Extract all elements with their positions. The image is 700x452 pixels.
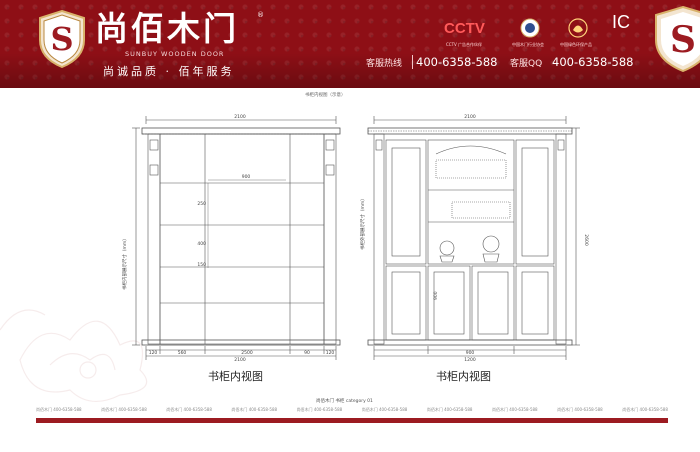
corner-shield-logo-icon: S [655, 6, 700, 72]
right-dim-part-2: 1200 [464, 357, 476, 363]
left-bookcase-drawing [132, 116, 341, 360]
qq-number[interactable]: 400-6358-588 [552, 55, 634, 69]
right-bookcase-drawing [367, 116, 580, 360]
footer-item: 尚佰木门 400-6358-588 [426, 407, 473, 412]
cctv-text: CCTV [444, 19, 485, 37]
left-dim-part-3: 2500 [241, 350, 253, 356]
contact-divider [412, 55, 413, 69]
svg-text:S: S [670, 19, 696, 61]
left-inner-label-1: 250 [197, 201, 206, 207]
left-dim-total: 2100 [234, 114, 246, 120]
drawing-caption-top: 书柜内视图（示意） [305, 93, 346, 98]
association-badge-icon [520, 18, 540, 38]
right-dim-height: 2600 [583, 234, 589, 246]
cctv-caption: CCTV 广告合作伙伴 [446, 42, 483, 47]
left-inner-label-3: 150 [197, 262, 206, 268]
left-bookcase-labels: 2100 120 560 2500 90 120 2100 900 250 40… [121, 114, 334, 363]
qq-label: 客服QQ [510, 59, 543, 69]
footer-item: 尚佰木门 400-6358-588 [231, 407, 278, 412]
left-inner-label-2: 400 [197, 241, 206, 247]
drawing-caption-bottom: 尚佰木门 书柜 category 01 [316, 399, 373, 404]
left-dim-part-4: 90 [304, 350, 310, 356]
qq: 客服QQ [510, 55, 542, 69]
left-view-title: 书柜内视图 [208, 370, 263, 383]
footer-item: 尚佰木门 400-6358-588 [36, 407, 82, 412]
left-dim-part-5: 120 [326, 350, 335, 356]
footer-item: 尚佰木门 400-6358-588 [296, 407, 343, 412]
right-bookcase-labels: 2100 900 1200 900 2600 书柜外部展示尺寸（mm） [359, 114, 589, 363]
association-badge-caption: 中国木门行业协会 [512, 42, 544, 47]
green-product-badge-icon [568, 18, 588, 38]
green-product-badge-caption: 中国绿色环保产品 [560, 42, 592, 47]
brand-english-name: SUNBUY WOODEN DOOR [125, 50, 225, 58]
footer-item: 尚佰木门 400-6358-588 [361, 407, 408, 412]
left-dim-part-1: 120 [149, 350, 158, 356]
peony-ornament [0, 309, 148, 402]
ic-mark: IC [612, 12, 630, 32]
left-side-label: 书柜内部展示尺寸（mm） [121, 236, 128, 290]
hotline-label: 客服热线 [366, 59, 403, 69]
registered-mark: ® [257, 11, 264, 19]
footer-item: 尚佰木门 400-6358-588 [557, 407, 603, 412]
brand-slogan: 尚诚品质 · 佰年服务 [103, 65, 235, 78]
header-banner-shade [0, 0, 700, 88]
cctv-logo: CCTV [444, 16, 485, 40]
brand-shield-logo-icon[interactable]: S [38, 10, 86, 68]
left-dim-part-2: 560 [178, 350, 187, 356]
left-dim-height: 2100 [234, 357, 246, 363]
footer-contact-strip: 尚佰木门 400-6358-588 尚佰木门 400-6358-588 尚佰木门… [36, 406, 668, 414]
right-dim-total: 2100 [464, 114, 476, 120]
svg-text:S: S [50, 20, 73, 58]
hotline-number[interactable]: 400-6358-588 [416, 55, 498, 69]
footer-item: 尚佰木门 400-6358-588 [166, 407, 212, 412]
left-dim-shelf: 900 [242, 174, 251, 180]
right-dim-part-1: 900 [466, 350, 475, 356]
brand-name[interactable]: 尚佰木门 [95, 9, 239, 48]
right-side-label: 书柜外部展示尺寸（mm） [359, 196, 366, 250]
header-banner [0, 0, 700, 88]
hotline: 客服热线 [366, 55, 402, 69]
footer-item: 尚佰木门 400-6358-588 [101, 407, 147, 412]
right-view-title: 书柜内视图 [436, 370, 491, 383]
footer-accent-bar [36, 418, 668, 423]
right-inner-label: 900 [433, 291, 439, 300]
footer-item: 尚佰木门 400-6358-588 [491, 407, 538, 412]
technical-drawing: 2100 120 560 2500 90 120 2100 900 250 40… [0, 114, 589, 402]
footer-item: 尚佰木门 400-6358-588 [622, 407, 668, 412]
